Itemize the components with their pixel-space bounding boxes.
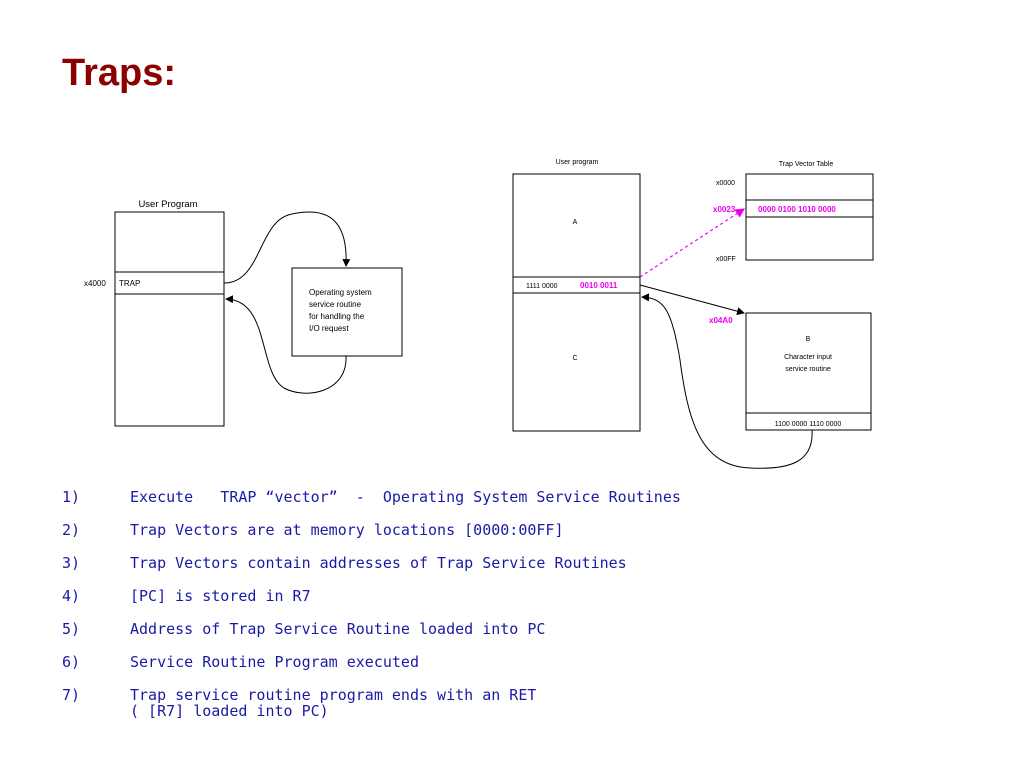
step-number: 6) xyxy=(62,653,81,671)
routine-line-2: service routine xyxy=(785,366,831,373)
step-subtext: ( [R7] loaded into PC) xyxy=(130,702,329,720)
step-number: 3) xyxy=(62,554,81,572)
trap-vector-table-heading: Trap Vector Table xyxy=(779,161,834,168)
left-user-program-heading: User Program xyxy=(138,199,197,210)
step-number: 7) xyxy=(62,686,81,704)
left-return-curve xyxy=(225,295,347,394)
step-text: Execute TRAP “vector” - Operating System… xyxy=(130,488,681,506)
right-user-program-heading: User program xyxy=(556,159,599,166)
step-text: Trap Vectors contain addresses of Trap S… xyxy=(130,554,627,572)
step-text: Trap service routine program ends with a… xyxy=(130,686,537,704)
step-number: 2) xyxy=(62,521,81,539)
left-address-label: x4000 xyxy=(84,279,106,288)
step-list: 1) Execute TRAP “vector” - Operating Sys… xyxy=(62,488,962,720)
left-user-program-box xyxy=(114,211,225,427)
routine-line-1: Character input xyxy=(784,354,832,361)
step-item: 7) Trap service routine program ends wit… xyxy=(62,686,962,720)
routine-label-b: B xyxy=(806,336,811,343)
left-diagram: User Program x4000 TRAP Operating system… xyxy=(84,199,403,427)
step-item: 2) Trap Vectors are at memory locations … xyxy=(62,521,962,554)
table-entry-value: 0000 0100 1010 0000 xyxy=(758,205,836,214)
right-diagram: User program A 1111 0000 0010 0011 C Tra… xyxy=(512,159,874,469)
step-text: Service Routine Program executed xyxy=(130,653,419,671)
step-item: 5) Address of Trap Service Routine loade… xyxy=(62,620,962,653)
right-trap-vector: 0010 0011 xyxy=(580,281,618,290)
step-item: 4) [PC] is stored in R7 xyxy=(62,587,962,620)
table-address-bottom: x00FF xyxy=(716,256,736,263)
jump-to-routine-arrow xyxy=(639,284,745,316)
vector-lookup-arrow xyxy=(639,208,746,278)
routine-ret-instruction: 1100 0000 1110 0000 xyxy=(775,421,842,428)
routine-address: x04A0 xyxy=(709,316,733,325)
step-text: Address of Trap Service Routine loaded i… xyxy=(130,620,546,638)
ret-return-curve xyxy=(641,293,813,469)
step-text: [PC] is stored in R7 xyxy=(130,587,311,605)
step-text: Trap Vectors are at memory locations [00… xyxy=(130,521,564,539)
slide-title: Traps: xyxy=(62,52,177,94)
step-number: 5) xyxy=(62,620,81,638)
step-item: 1) Execute TRAP “vector” - Operating Sys… xyxy=(62,488,962,521)
left-call-curve xyxy=(223,211,351,284)
step-item: 6) Service Routine Program executed xyxy=(62,653,962,686)
right-trap-opcode: 1111 0000 xyxy=(526,283,558,290)
right-user-program-box xyxy=(512,173,641,432)
table-address-top: x0000 xyxy=(716,180,735,187)
os-box-line-4: I/O request xyxy=(309,324,349,333)
table-address-mid: x0023 xyxy=(713,205,736,214)
os-box-line-3: for handling the xyxy=(309,312,365,321)
right-label-a: A xyxy=(573,219,578,226)
character-input-routine-box xyxy=(745,312,872,431)
os-service-routine-box xyxy=(291,267,403,357)
os-box-line-2: service routine xyxy=(309,300,362,309)
os-box-line-1: Operating system xyxy=(309,288,372,297)
step-item: 3) Trap Vectors contain addresses of Tra… xyxy=(62,554,962,587)
step-number: 1) xyxy=(62,488,81,506)
left-trap-instruction: TRAP xyxy=(119,279,140,288)
right-label-c: C xyxy=(572,355,577,362)
step-number: 4) xyxy=(62,587,81,605)
